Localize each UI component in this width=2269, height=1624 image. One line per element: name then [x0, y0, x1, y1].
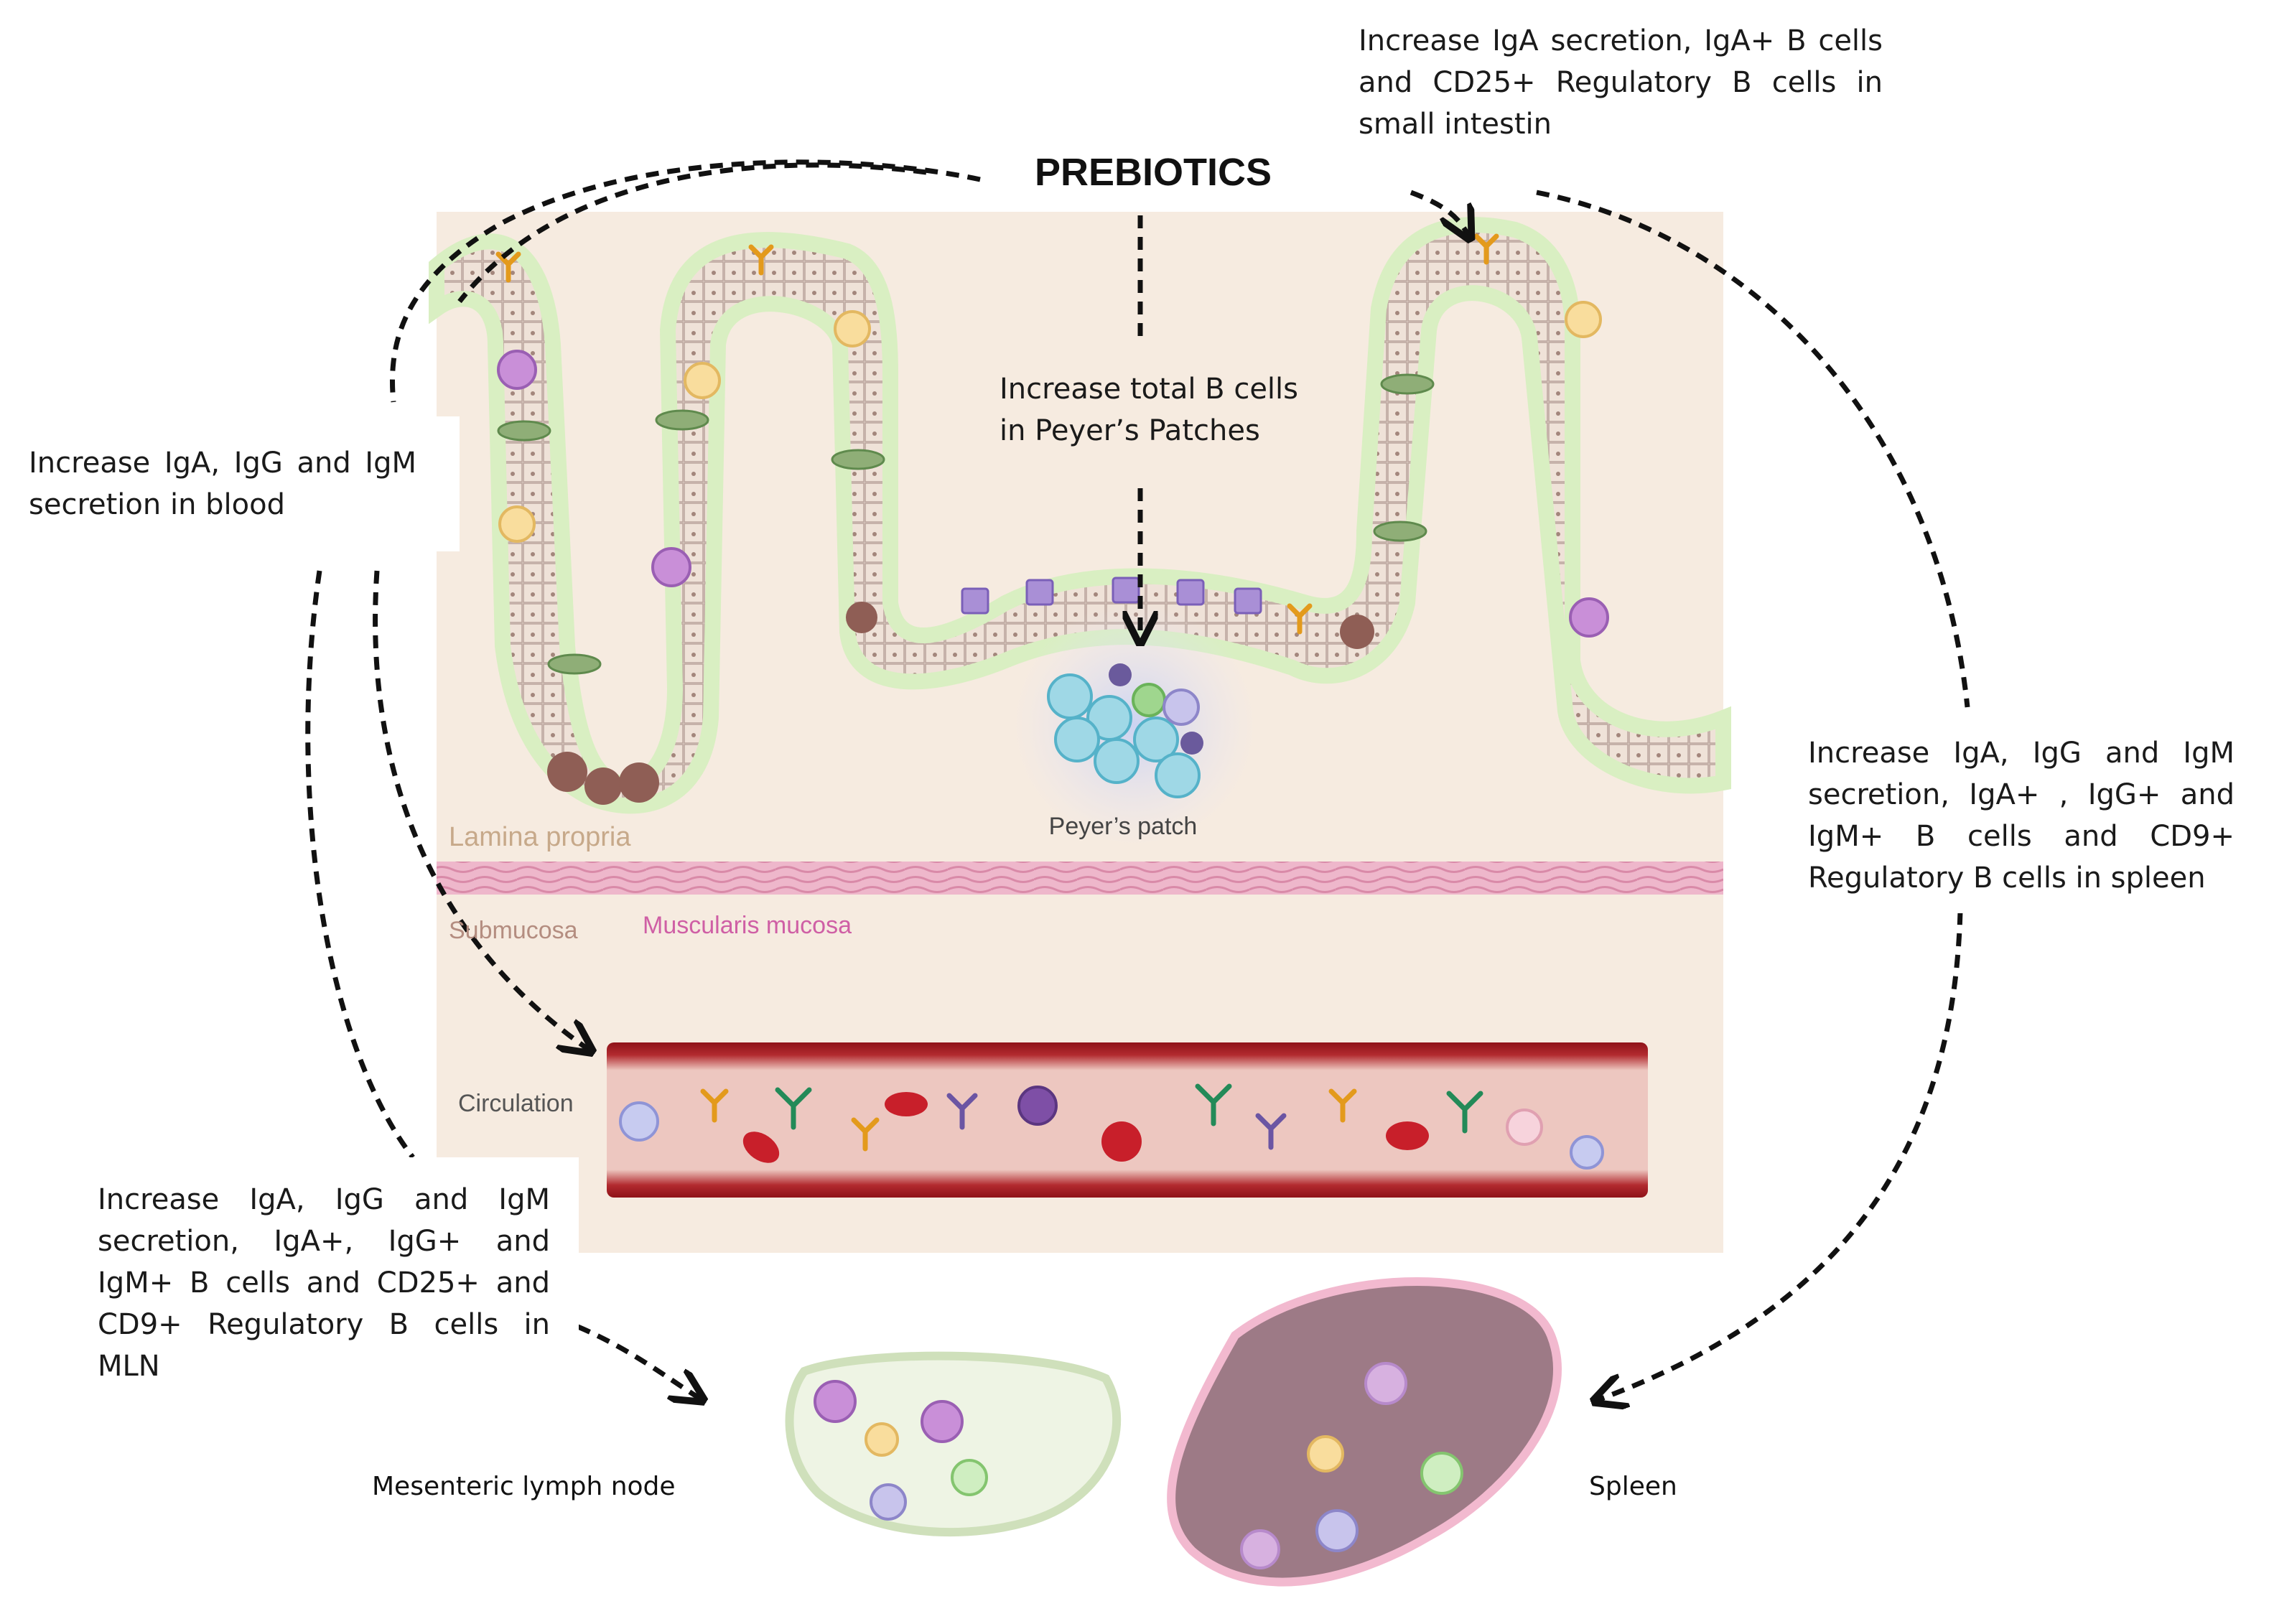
arrow-prebiotics-to-left-2 — [457, 162, 927, 304]
note-small-intestine: Increase IgA secretion, IgA+ B cells and… — [1307, 17, 1903, 152]
crypt-cells — [547, 602, 1374, 805]
arrows — [305, 159, 1970, 1400]
note-blood: Increase IgA, IgG and IgM secretion in b… — [0, 416, 460, 551]
label-mln: Mesenteric lymph node — [372, 1472, 676, 1501]
note-peyers: Increase total B cells in Peyer’s Patche… — [1000, 373, 1298, 447]
antibodies — [495, 233, 1499, 1152]
label-submucosa: Submucosa — [449, 917, 578, 944]
mesenteric-lymph-node — [785, 1351, 1122, 1537]
muscularis-band — [437, 862, 1723, 895]
arrow-to-mln — [577, 1324, 700, 1399]
prebiotics-title: PREBIOTICS — [1035, 151, 1272, 194]
m-cells — [961, 577, 1262, 615]
arrow-to-small-intestine — [1410, 190, 1468, 235]
label-spleen: Spleen — [1589, 1472, 1677, 1501]
label-peyers-patch: Peyer’s patch — [1049, 813, 1198, 840]
label-circulation: Circulation — [458, 1090, 574, 1117]
arrow-to-mln-long — [305, 570, 415, 1159]
spleen-organ — [1167, 1277, 1562, 1587]
label-muscularis: Muscularis mucosa — [643, 912, 852, 939]
immune-cells-villi — [497, 301, 1609, 638]
arrow-prebiotics-to-left — [390, 159, 981, 403]
note-mln: Increase IgA, IgG and IgM secretion, IgA… — [69, 1157, 579, 1401]
arrow-to-spleen — [1598, 911, 1963, 1400]
note-spleen: Increase IgA, IgG and IgM secretion, IgA… — [1759, 715, 2266, 913]
blood-vessel — [607, 1042, 1648, 1198]
blood-cells — [619, 1086, 1604, 1170]
intestinal-epithelium — [429, 217, 1731, 814]
label-lamina-propria: Lamina propria — [449, 822, 631, 852]
arrow-blood-to-circulation — [373, 570, 589, 1050]
peyers-patch-cluster — [1012, 603, 1257, 847]
goblet-cells — [497, 373, 1435, 675]
